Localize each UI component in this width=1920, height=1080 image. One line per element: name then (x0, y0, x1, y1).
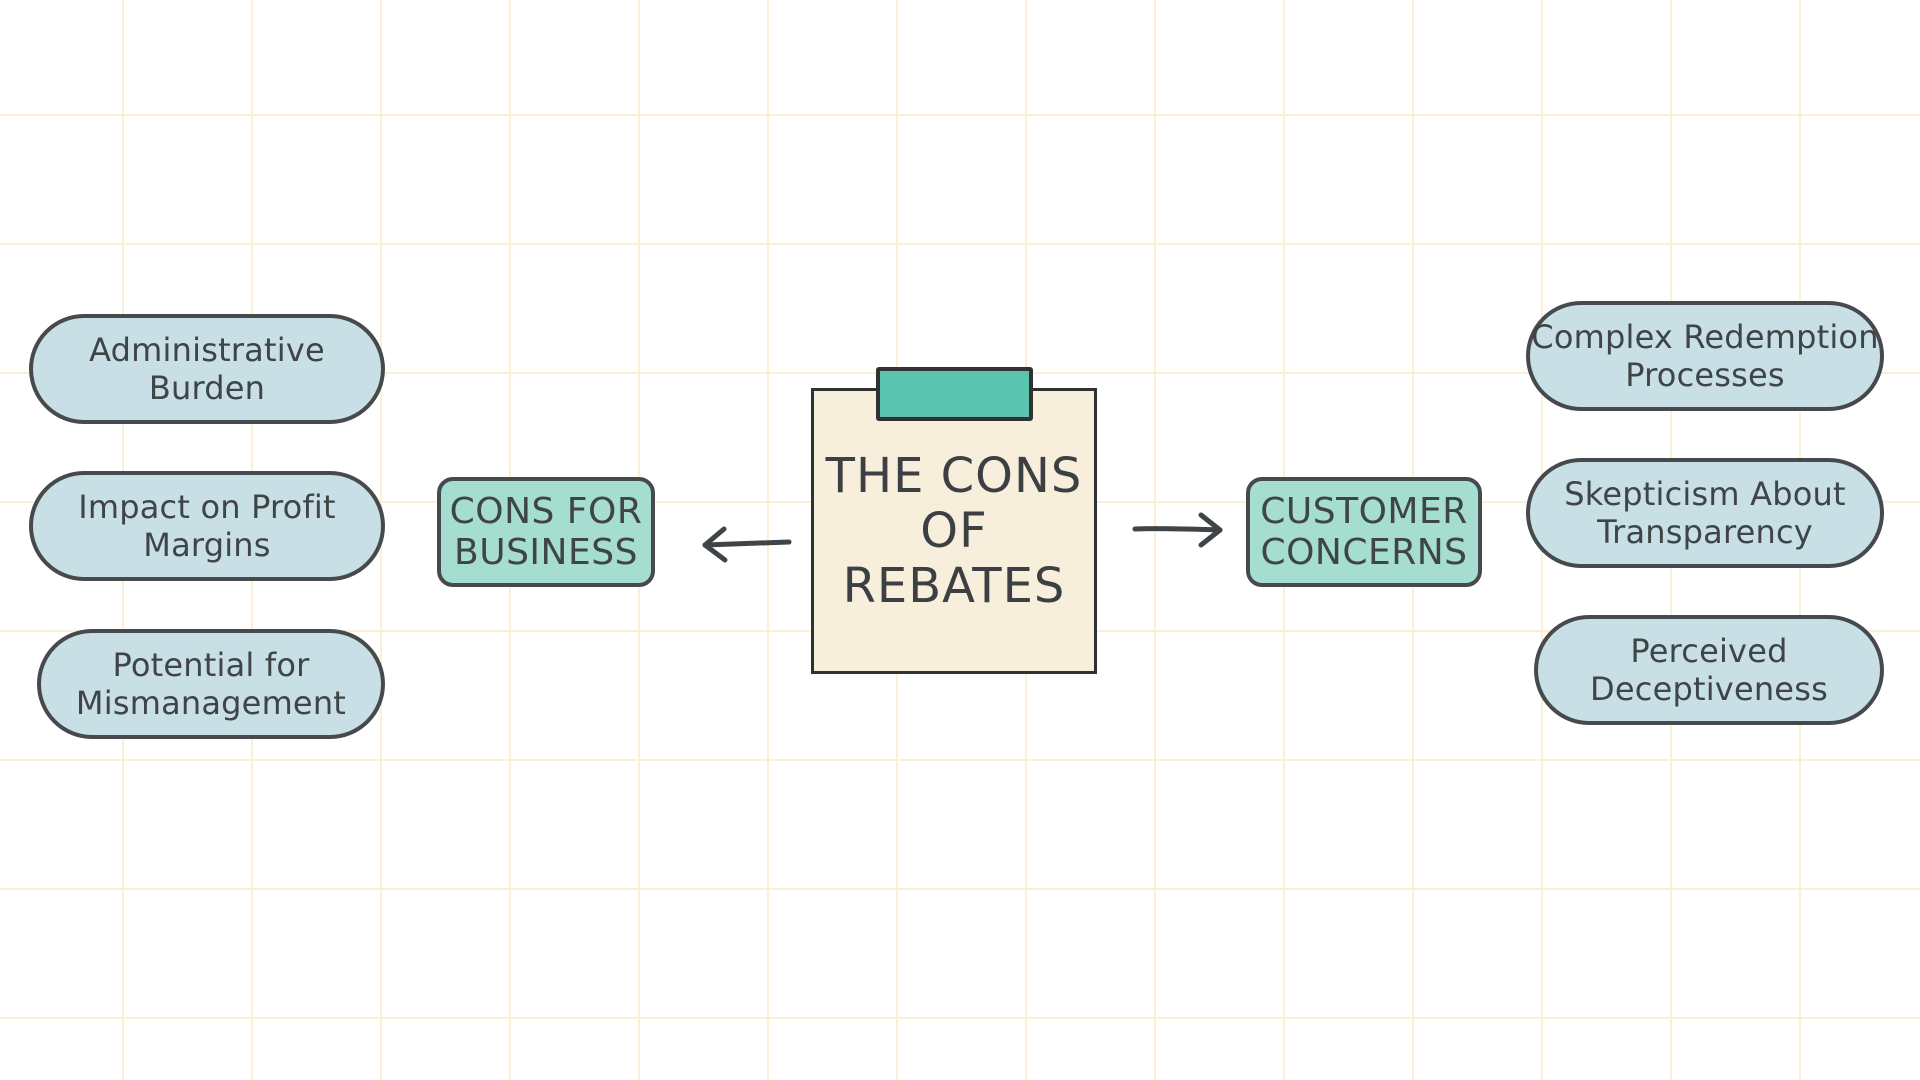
node-impact-on-profit-margins[interactable]: Impact on Profit Margins (29, 471, 385, 581)
category-cons-for-business[interactable]: CONS FOR BUSINESS (437, 477, 655, 587)
node-complex-redemption-processes[interactable]: Complex Redemption Processes (1526, 301, 1884, 411)
arrow-right-icon (1132, 512, 1223, 548)
node-perceived-deceptiveness[interactable]: Perceived Deceptiveness (1534, 615, 1884, 725)
central-topic-note[interactable]: THE CONS OF REBATES (811, 388, 1097, 674)
node-skepticism-about-transparency[interactable]: Skepticism About Transparency (1526, 458, 1884, 568)
node-administrative-burden[interactable]: Administrative Burden (29, 314, 385, 424)
node-potential-for-mismanagement[interactable]: Potential for Mismanagement (37, 629, 385, 739)
arrow-left-icon (702, 526, 792, 563)
category-customer-concerns[interactable]: CUSTOMER CONCERNS (1246, 477, 1482, 587)
note-tape (876, 367, 1033, 421)
